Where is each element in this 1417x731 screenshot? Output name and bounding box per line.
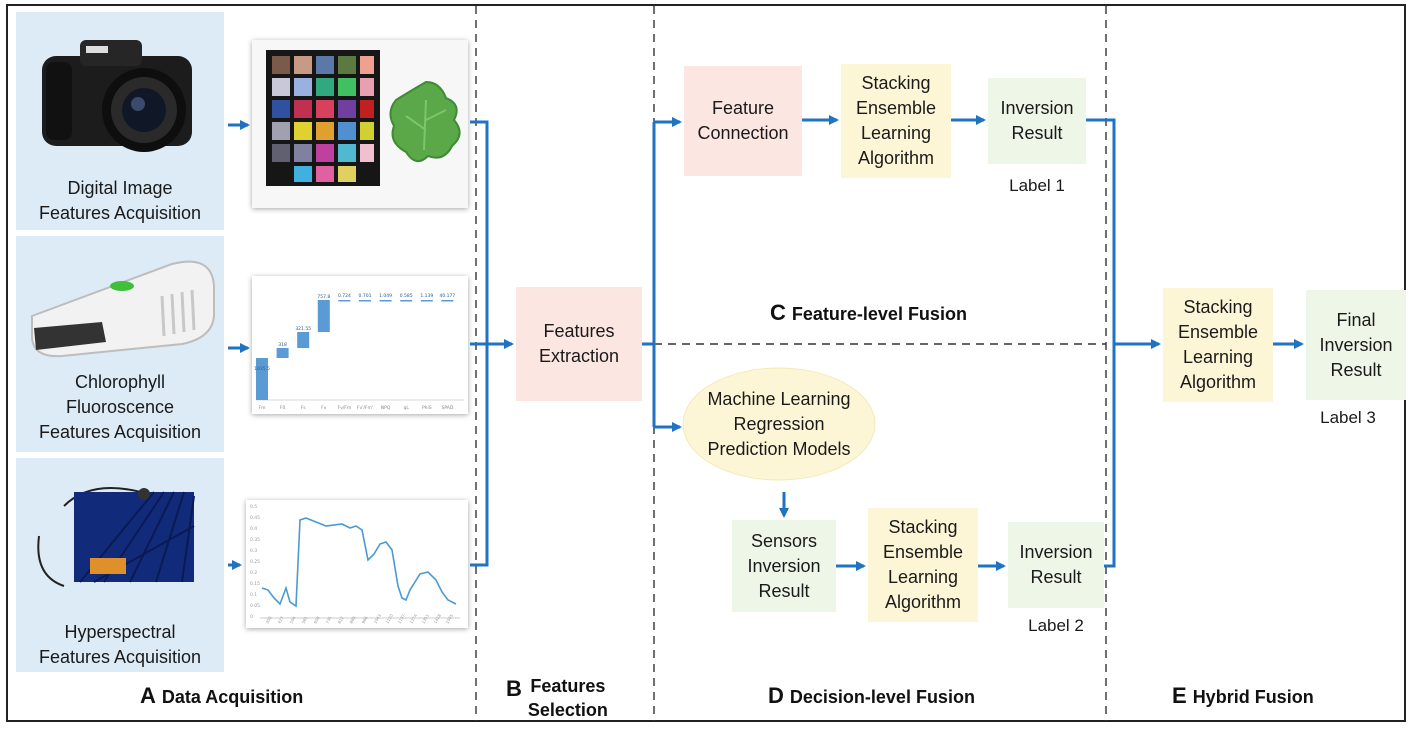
spectrum-chart: 350 427 504 581 658 735 812 889 966 1043…	[250, 504, 460, 625]
svg-text:1274: 1274	[409, 613, 419, 625]
spectrum-ytick: 0.5	[250, 504, 257, 510]
spectrum-ytick: 0.35	[250, 537, 260, 543]
fluor-bar-label: qL	[404, 405, 410, 411]
svg-text:1351: 1351	[421, 613, 431, 625]
spectrum-ytick: 0.4	[250, 526, 257, 532]
fluor-bar-label: PhiS	[422, 405, 432, 411]
fluor-bar-label: Fm	[259, 405, 266, 411]
spectrum-ytick: 0.25	[250, 559, 260, 565]
svg-text:1120: 1120	[385, 613, 395, 625]
fluor-bar-label: F0	[280, 405, 286, 411]
fluor-bar	[338, 300, 351, 302]
fluor-bar-label: Fv/Fm	[338, 405, 352, 411]
spectrometer-icon	[37, 487, 195, 587]
fluor-bar	[400, 300, 413, 302]
svg-text:1428: 1428	[433, 613, 443, 625]
fluor-bar-label: SPAD	[441, 405, 453, 411]
fluor-bar-label: Fs	[301, 405, 307, 411]
color-checker-image	[266, 50, 461, 186]
fluor-bar	[441, 300, 454, 302]
spectrum-ytick: 0.15	[250, 581, 260, 587]
fluorescence-chart-card	[252, 276, 468, 414]
svg-text:350: 350	[265, 615, 273, 625]
fluor-bar-value: 321.55	[295, 326, 311, 332]
fluor-bar-value: 1.139	[420, 293, 433, 299]
fluor-bar-value: 40.177	[440, 293, 456, 299]
spectrum-ytick: 0.1	[250, 592, 257, 598]
fluor-bar-value: 0.701	[359, 293, 372, 299]
fluor-bar	[276, 348, 289, 358]
svg-text:581: 581	[301, 615, 309, 625]
label-3: Label 3	[1320, 408, 1376, 427]
fluor-bar-label: Fv	[321, 405, 327, 411]
fluor-bar-label: Fv'/Fm'	[357, 405, 373, 411]
svg-text:1043: 1043	[373, 613, 383, 625]
svg-text:1197: 1197	[397, 613, 407, 625]
fluor-bar-value: 0.724	[338, 293, 351, 299]
fluor-bar	[297, 332, 310, 348]
svg-text:1505: 1505	[445, 613, 455, 625]
spectrum-chart-card	[246, 500, 468, 628]
fluor-bar-value: 1.049	[379, 293, 392, 299]
fluor-bar	[256, 358, 268, 400]
fluor-bar	[379, 300, 392, 302]
svg-text:427: 427	[277, 615, 285, 625]
svg-text:889: 889	[349, 615, 357, 625]
label-2: Label 2	[1028, 616, 1084, 635]
svg-text:504: 504	[289, 615, 297, 625]
spectrum-ytick: 0.3	[250, 548, 257, 554]
svg-text:735: 735	[325, 615, 333, 625]
fluorometer-icon	[31, 260, 215, 358]
spectrum-ytick: 0.05	[250, 603, 260, 609]
fluor-bar-value: 318	[278, 342, 287, 348]
camera-icon	[42, 40, 192, 152]
fluor-bar	[420, 300, 433, 302]
spectrum-line	[261, 517, 457, 608]
fluor-bar-value: 1035.5	[254, 366, 270, 372]
fluor-bar	[359, 300, 371, 302]
svg-text:812: 812	[337, 615, 345, 625]
fluor-bar-value: 0.585	[400, 293, 413, 299]
fluor-bar-label: NPQ	[381, 405, 391, 411]
spectrum-ytick: 0.45	[250, 515, 260, 521]
fluor-bar-value: 757.8	[317, 294, 330, 300]
spectrum-ytick: 0.2	[250, 570, 257, 576]
label-1: Label 1	[1009, 176, 1065, 195]
svg-text:966: 966	[361, 615, 369, 625]
svg-text:658: 658	[313, 615, 321, 625]
fluor-bar	[317, 300, 330, 332]
spectrum-ytick: 0	[250, 614, 253, 620]
